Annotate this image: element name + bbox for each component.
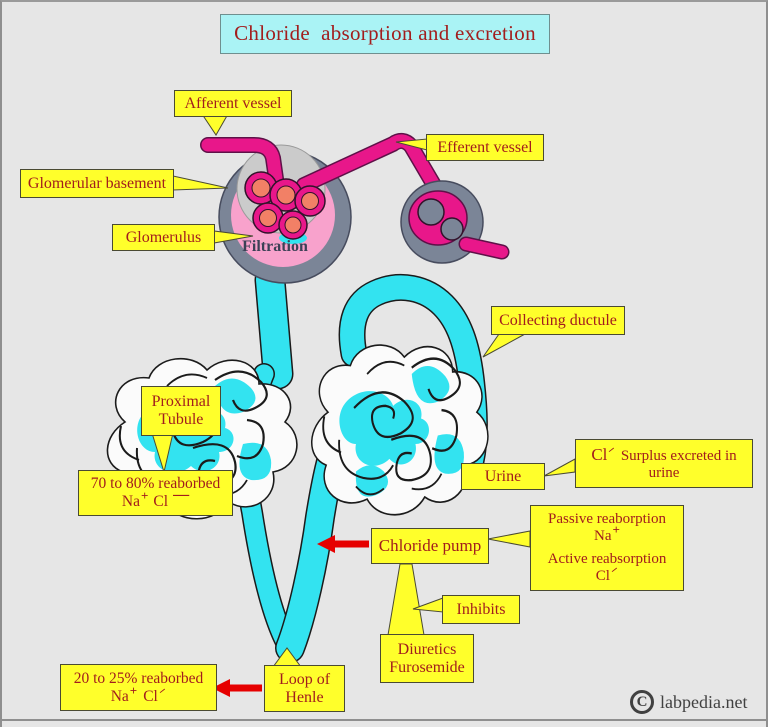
callout-chloride-pump: Chloride pump [371, 528, 489, 564]
afferent-vessel-drawing [200, 137, 287, 208]
ion-na: Na [594, 528, 612, 545]
callout-efferent-vessel: Efferent vessel [426, 134, 544, 161]
ion-formula: Na+Cl— [121, 486, 189, 511]
label-line: Diuretics [397, 640, 457, 658]
callout-afferent-vessel: Afferent vessel [174, 90, 292, 117]
chloride-pump-arrow [317, 535, 369, 553]
efferent-cross-section [400, 180, 510, 264]
callout-proximal-tubule: Proximal Tubule [141, 386, 221, 436]
capillary [294, 185, 326, 217]
pointer-collecting-ductule [482, 333, 526, 358]
ion-cl-charge: — [173, 485, 190, 503]
label-line: Cl−Surplus excreted in [591, 442, 737, 465]
diagram-title: Chloride absorption and excretion [220, 14, 550, 54]
callout-diuretics-furosemide: Diuretics Furosemide [380, 634, 474, 683]
label-line: Active reabsorption [547, 551, 667, 567]
capillary [278, 210, 308, 240]
ion-na: Na [110, 687, 129, 705]
ion-cl: Cl [591, 445, 608, 465]
ion-formula: Na+ [594, 522, 620, 545]
callout-20-25-reabsorbed: 20 to 25% reaborbed Na+Cl− [60, 664, 217, 711]
callout-inhibits: Inhibits [442, 595, 520, 624]
label-line: Passive reaborption [548, 511, 666, 528]
label-line: Proximal [151, 393, 211, 411]
label-line: 20 to 25% reaborbed [73, 670, 204, 688]
ion-formula: Na+Cl− [110, 682, 170, 705]
capillary [244, 171, 278, 205]
ion-cl: Cl [143, 687, 158, 705]
pointer-afferent [201, 113, 229, 136]
callout-glomerular-basement: Glomerular basement [20, 169, 174, 198]
pointer-surplus-to-urine [543, 458, 576, 477]
ion-na-charge: + [129, 682, 138, 698]
label-line: Loop of [278, 670, 331, 688]
glomerulus-drawing [200, 133, 446, 284]
callout-collecting-ductule: Collecting ductule [491, 306, 625, 335]
ion-cl: Cl [153, 492, 169, 510]
label-line: Furosemide [389, 658, 465, 676]
callout-surplus-excreted: Cl−Surplus excreted in urine [575, 439, 753, 488]
loop-reabsorbed-arrow [212, 679, 262, 697]
filtration-label: Filtration [242, 238, 308, 256]
ion-formula: Cl− [595, 561, 622, 585]
site-credit: C labpedia.net [630, 690, 747, 714]
callout-urine: Urine [461, 463, 545, 490]
callout-70-80-reabsorbed: 70 to 80% reaborbed Na+Cl— [78, 470, 233, 516]
ion-na-charge: + [141, 487, 149, 503]
pointer-glomerular-basement [172, 175, 229, 191]
bottom-frame-line [2, 719, 766, 721]
capillary [252, 202, 284, 234]
surplus-text: Surplus excreted in [620, 448, 737, 465]
ion-na-charge: + [612, 522, 620, 538]
ion-na: Na [121, 492, 140, 510]
ion-cl: Cl [595, 567, 610, 584]
pointer-pump-to-diuretics [387, 563, 425, 636]
callout-passive-active-reabsorption: Passive reaborption Na+ Active reabsorpt… [530, 505, 684, 591]
label-line: urine [648, 465, 680, 481]
label-line: 70 to 80% reaborbed [90, 475, 221, 493]
callout-loop-of-henle: Loop of Henle [264, 665, 345, 712]
label-line: Henle [285, 688, 324, 706]
pointer-passive-to-pump [487, 530, 531, 548]
copyright-icon: C [630, 690, 654, 714]
label-line: Tubule [158, 411, 204, 428]
glomerular-capillaries [244, 171, 326, 240]
site-name: labpedia.net [660, 691, 748, 712]
callout-glomerulus: Glomerulus [112, 224, 215, 251]
red-arrows [212, 535, 369, 697]
